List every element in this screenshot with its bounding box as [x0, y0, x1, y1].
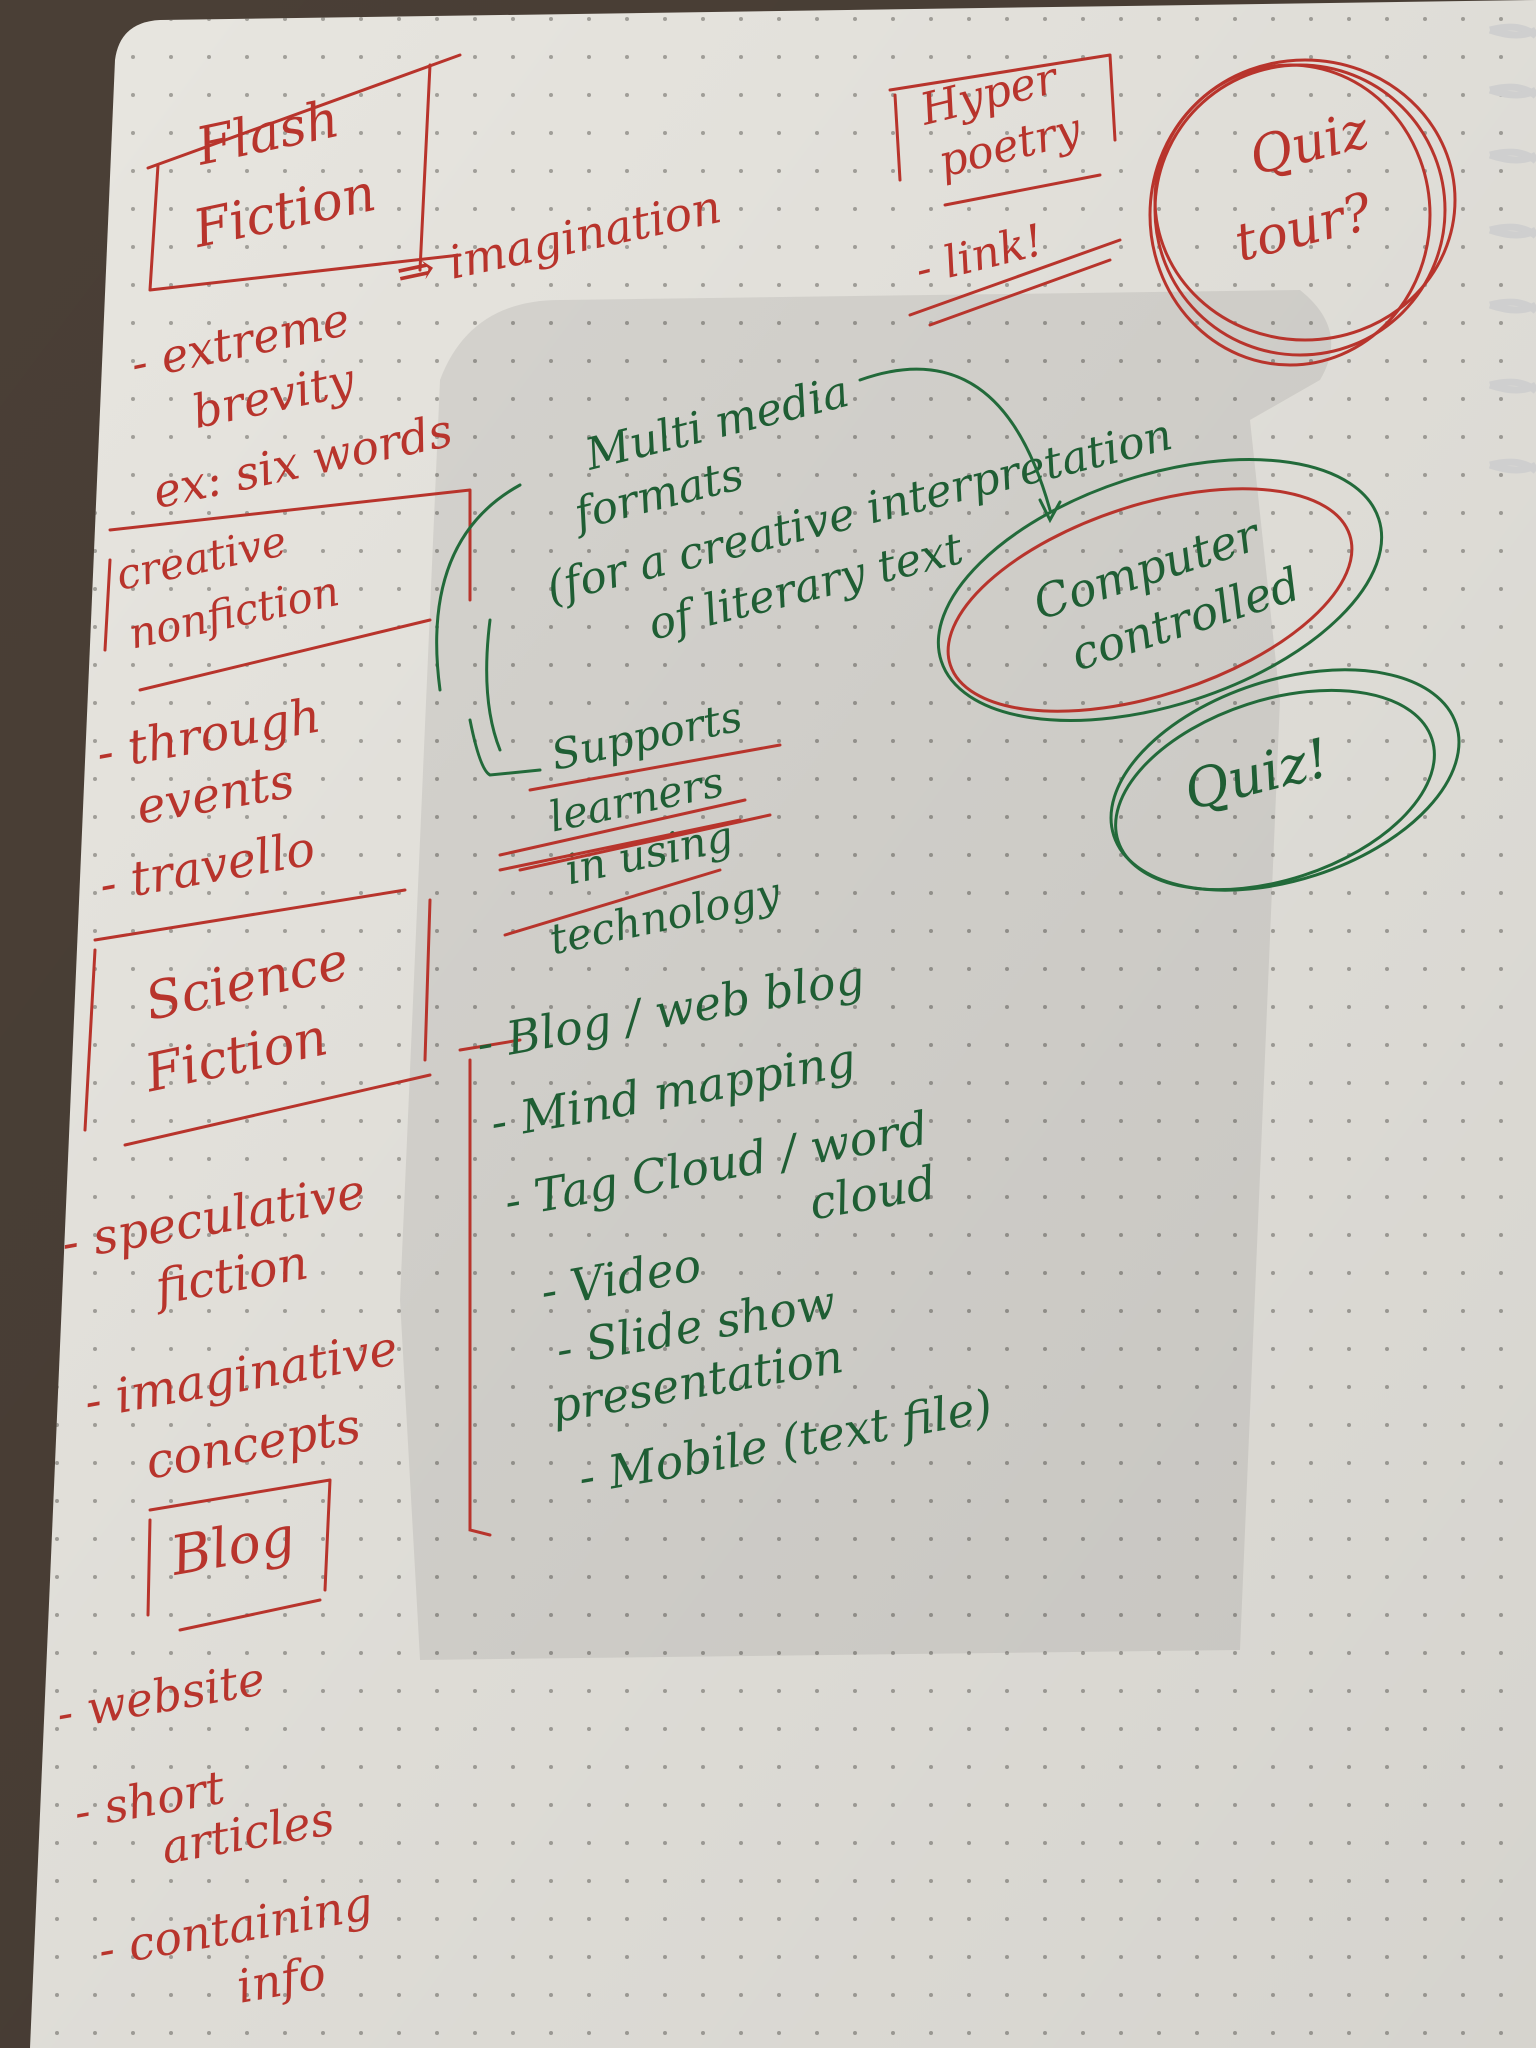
flash-fiction-box — [146, 53, 462, 292]
computer-controlled-oval — [936, 458, 1384, 722]
strikethrough-lines — [498, 743, 782, 937]
arrow-to-supports — [468, 718, 542, 777]
multimedia-bracket — [435, 483, 522, 752]
list-bracket — [458, 1038, 522, 1537]
spiral-binding — [1488, 23, 1536, 474]
quiz-circle — [1148, 58, 1457, 367]
science-fiction-box — [83, 888, 432, 1147]
quiz2-oval — [1109, 668, 1461, 892]
hyperpoetry-box — [888, 53, 1117, 207]
creative-nonfiction-box — [103, 488, 472, 692]
blog-box — [146, 1478, 332, 1632]
